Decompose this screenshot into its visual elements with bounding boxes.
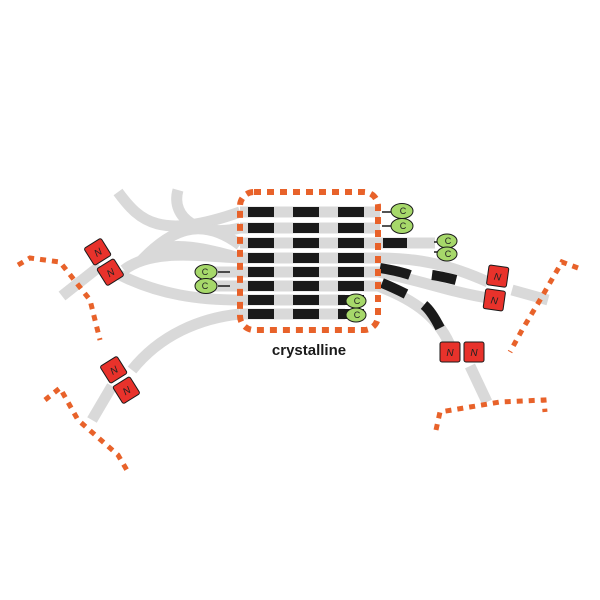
strand-upper-left-2 [171,188,242,237]
strand-upper-left-3 [135,223,244,266]
c-domain-pair-bottom: C C [342,293,367,323]
c-domain-pair-right-top: C C [382,203,414,234]
segment [293,295,319,305]
c-label: C [445,249,452,259]
c-domains: C C C C C C C C [194,203,458,323]
segment [293,253,319,263]
segment [293,223,319,233]
c-domain-pair-right-mid: C C [434,233,458,262]
segment [248,295,274,305]
strand-right-n-tail-2 [465,363,492,405]
segment [338,207,364,217]
strand-right-3 [376,280,458,353]
strand-right-n-tail-1 [510,284,550,306]
c-label: C [354,296,361,306]
boundary-right-lower [433,397,548,431]
n-domains: N N N N N N N N [84,238,510,404]
n-label: N [470,348,478,359]
n-domain [112,376,140,404]
segment [338,238,364,248]
n-domain [100,356,128,384]
c-domain [436,246,458,262]
segment [338,253,364,263]
n-domain-pair-left-lower: N N [100,356,140,404]
c-domain [390,218,414,234]
c-domain [345,307,367,323]
strand-right-1 [377,252,491,288]
n-label: N [490,295,499,307]
strand-mid-left [117,270,241,306]
segment [248,207,274,217]
segment [420,301,445,331]
n-domain [486,264,510,288]
segment [293,309,319,319]
n-domain [482,288,506,312]
segment [338,281,364,291]
n-label: N [493,272,502,284]
n-label: N [446,348,454,359]
strand-lower-left [127,308,241,374]
segment [293,207,319,217]
c-label: C [445,236,452,246]
c-domain-pair-left: C C [194,264,230,294]
boundary-left-lower [43,384,131,474]
strand-upper-left-1 [113,188,242,232]
n-domain [439,341,461,363]
segment [293,267,319,277]
segment [338,223,364,233]
c-domain [194,278,218,294]
segment [248,281,274,291]
n-domain-pair-right-lower: N N [439,341,485,363]
segment [248,223,274,233]
n-domain-pair-left-upper: N N [84,238,124,286]
segment [431,270,458,285]
strand-lower-left-tail [87,383,117,423]
strand-left-n-b [120,249,241,275]
segment [293,281,319,291]
segment [338,267,364,277]
c-label: C [354,310,361,320]
crystalline-label: crystalline [272,342,346,359]
n-domain [84,238,112,266]
strand-left-n [58,261,104,301]
crystalline-boundary [237,189,381,333]
boundary-right-upper [507,258,579,354]
segment [248,238,274,248]
n-domain [463,341,485,363]
c-label: C [400,221,407,231]
n-domain [96,258,124,286]
c-label: C [400,206,407,216]
segment [248,267,274,277]
outer-boundaries [16,255,579,474]
segment [248,309,274,319]
segment [380,278,409,299]
segment [383,238,407,248]
exit-segments [379,263,458,331]
n-domain-pair-right-upper: N N [482,264,510,312]
segment [293,238,319,248]
c-label: C [202,267,209,277]
c-label: C [202,281,209,291]
segment [248,253,274,263]
segment [379,263,412,280]
